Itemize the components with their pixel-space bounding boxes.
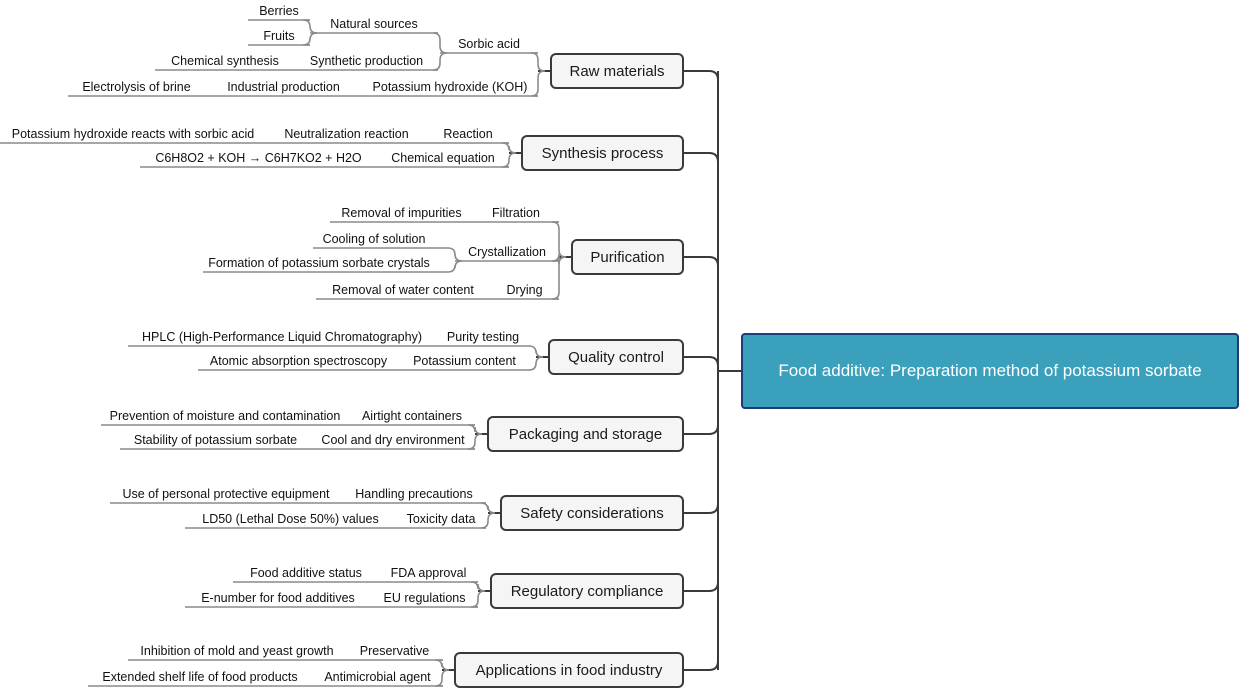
- mindmap-subtopic[interactable]: Preservative: [359, 643, 430, 658]
- mindmap-subtopic[interactable]: Purity testing: [446, 329, 520, 344]
- mindmap-subtopic[interactable]: Crystallization: [468, 244, 546, 259]
- branch-node-synthesis-process[interactable]: Synthesis process: [521, 135, 684, 171]
- mindmap-subtopic[interactable]: Airtight containers: [361, 408, 463, 423]
- branch-node-applications-in-food-industry[interactable]: Applications in food industry: [454, 652, 684, 688]
- mindmap-leaf[interactable]: Prevention of moisture and contamination: [109, 408, 341, 423]
- connector-line: [530, 52, 546, 72]
- mindmap-leaf[interactable]: Neutralization reaction: [284, 126, 409, 141]
- mindmap-leaf[interactable]: E-number for food additives: [201, 590, 355, 605]
- mindmap-leaf[interactable]: Natural sources: [330, 16, 418, 31]
- connector-line: [684, 581, 719, 592]
- mindmap-subtopic[interactable]: Sorbic acid: [458, 36, 520, 51]
- mindmap-leaf[interactable]: Chemical synthesis: [171, 53, 279, 68]
- mindmap-leaf[interactable]: Electrolysis of brine: [82, 79, 191, 94]
- mindmap-subtopic[interactable]: Potassium content: [413, 353, 516, 368]
- branch-node-safety-considerations[interactable]: Safety considerations: [500, 495, 684, 531]
- connector-line: [684, 424, 719, 435]
- mindmap-leaf[interactable]: Synthetic production: [309, 53, 424, 68]
- mindmap-leaf[interactable]: Berries: [259, 3, 299, 18]
- mindmap-subtopic[interactable]: Cool and dry environment: [321, 432, 465, 447]
- mindmap-leaf[interactable]: Formation of potassium sorbate crystals: [208, 255, 430, 270]
- mindmap-leaf[interactable]: Cooling of solution: [322, 231, 426, 246]
- mindmap-subtopic[interactable]: Filtration: [492, 205, 540, 220]
- branch-node-raw-materials[interactable]: Raw materials: [550, 53, 684, 89]
- mindmap-leaf[interactable]: Removal of impurities: [341, 205, 462, 220]
- mindmap-subtopic[interactable]: Toxicity data: [406, 511, 476, 526]
- mindmap-leaf[interactable]: Potassium hydroxide reacts with sorbic a…: [11, 126, 255, 141]
- mindmap-leaf[interactable]: LD50 (Lethal Dose 50%) values: [202, 511, 379, 526]
- branch-node-packaging-and-storage[interactable]: Packaging and storage: [487, 416, 684, 452]
- connector-line: [528, 356, 544, 371]
- mindmap-leaf[interactable]: Fruits: [263, 28, 295, 43]
- branch-node-regulatory-compliance[interactable]: Regulatory compliance: [490, 573, 684, 609]
- connector-line: [684, 256, 719, 267]
- mindmap-subtopic[interactable]: Reaction: [443, 126, 493, 141]
- mindmap-leaf[interactable]: Stability of potassium sorbate: [133, 432, 298, 447]
- connector-line: [435, 260, 463, 273]
- mindmap-subtopic[interactable]: Potassium hydroxide (KOH): [372, 79, 528, 94]
- mindmap-leaf[interactable]: C6H8O2 + KOH → C6H7KO2 + H2O: [155, 150, 362, 165]
- connector-line: [684, 503, 719, 514]
- branch-node-quality-control[interactable]: Quality control: [548, 339, 684, 375]
- mindmap-subtopic[interactable]: EU regulations: [383, 590, 466, 605]
- mindmap-leaf[interactable]: Removal of water content: [332, 282, 474, 297]
- mindmap-subtopic[interactable]: Drying: [506, 282, 543, 297]
- mindmap-leaf[interactable]: Atomic absorption spectroscopy: [209, 353, 388, 368]
- mindmap-subtopic[interactable]: FDA approval: [390, 565, 467, 580]
- connector-line: [528, 345, 544, 358]
- mindmap-leaf[interactable]: Industrial production: [227, 79, 340, 94]
- mindmap-leaf[interactable]: Use of personal protective equipment: [122, 486, 330, 501]
- mindmap-subtopic[interactable]: Antimicrobial agent: [324, 669, 431, 684]
- connector-line: [684, 660, 719, 671]
- connector-line: [684, 356, 719, 367]
- mindmap-leaf[interactable]: Food additive status: [250, 565, 362, 580]
- connector-line: [684, 70, 719, 81]
- connector-line: [684, 152, 719, 163]
- branch-node-purification[interactable]: Purification: [571, 239, 684, 275]
- mindmap-subtopic[interactable]: Chemical equation: [391, 150, 495, 165]
- root-node[interactable]: Food additive: Preparation method of pot…: [741, 333, 1239, 409]
- mindmap-leaf[interactable]: Extended shelf life of food products: [102, 669, 298, 684]
- mindmap-leaf[interactable]: HPLC (High-Performance Liquid Chromatogr…: [142, 329, 422, 344]
- mindmap-subtopic[interactable]: Handling precautions: [355, 486, 473, 501]
- mindmap-leaf[interactable]: Inhibition of mold and yeast growth: [140, 643, 334, 658]
